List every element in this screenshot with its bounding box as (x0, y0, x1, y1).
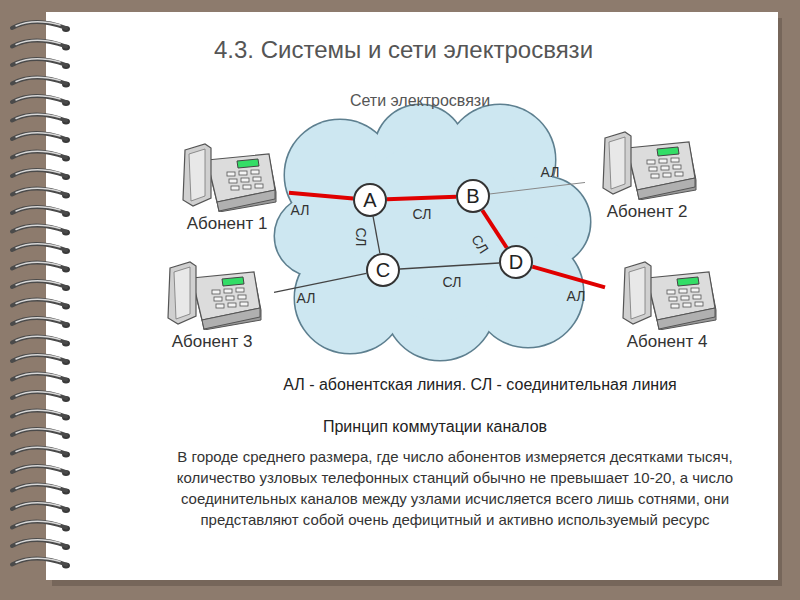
section-heading: Принцип коммутации каналов (230, 416, 640, 438)
telephone-icon (177, 140, 277, 212)
line-label: АЛ (567, 289, 586, 303)
subscriber-phone: Абонент 2 (585, 128, 709, 222)
switch-node: C (366, 253, 400, 287)
switch-node: A (353, 183, 387, 217)
subtitle: Сети электросвязи (340, 90, 500, 112)
node-letter: A (363, 190, 376, 210)
telephone-icon (597, 128, 697, 200)
abbreviation-note: АЛ - абонентская линия. СЛ - соединитель… (200, 374, 760, 396)
spiral-binding (12, 22, 70, 569)
subscriber-name: Абонент 3 (150, 332, 274, 352)
line-connector (400, 263, 499, 269)
switch-node: B (456, 179, 490, 213)
active-channel-line (387, 197, 456, 200)
subscriber-phone: Абонент 3 (150, 258, 274, 352)
subscriber-name: Абонент 2 (585, 202, 709, 222)
line-label: СЛ (354, 228, 368, 247)
subscriber-phone: Абонент 4 (605, 258, 729, 352)
node-letter: B (466, 186, 479, 206)
telephone-icon (617, 258, 717, 330)
switch-node: D (499, 245, 533, 279)
node-letter: D (509, 252, 523, 272)
line-connector (490, 182, 585, 193)
subscriber-name: Абонент 1 (165, 214, 289, 234)
line-label: АЛ (291, 203, 310, 217)
active-channel-line (289, 193, 353, 199)
line-label: СЛ (413, 207, 432, 221)
line-label: АЛ (297, 291, 316, 305)
network-cloud (275, 105, 590, 360)
telephone-icon (162, 258, 262, 330)
line-label: АЛ (541, 165, 560, 179)
line-connector (274, 273, 366, 292)
body-paragraph: В городе среднего размера, где число або… (140, 446, 770, 530)
slide-title: 4.3. Системы и сети электросвязи (214, 36, 593, 64)
subscriber-name: Абонент 4 (605, 332, 729, 352)
node-letter: C (376, 260, 390, 280)
line-label: СЛ (443, 275, 462, 289)
subscriber-phone: Абонент 1 (165, 140, 289, 234)
line-connector (373, 217, 380, 254)
active-channel-line (532, 267, 605, 288)
paper (46, 12, 778, 580)
